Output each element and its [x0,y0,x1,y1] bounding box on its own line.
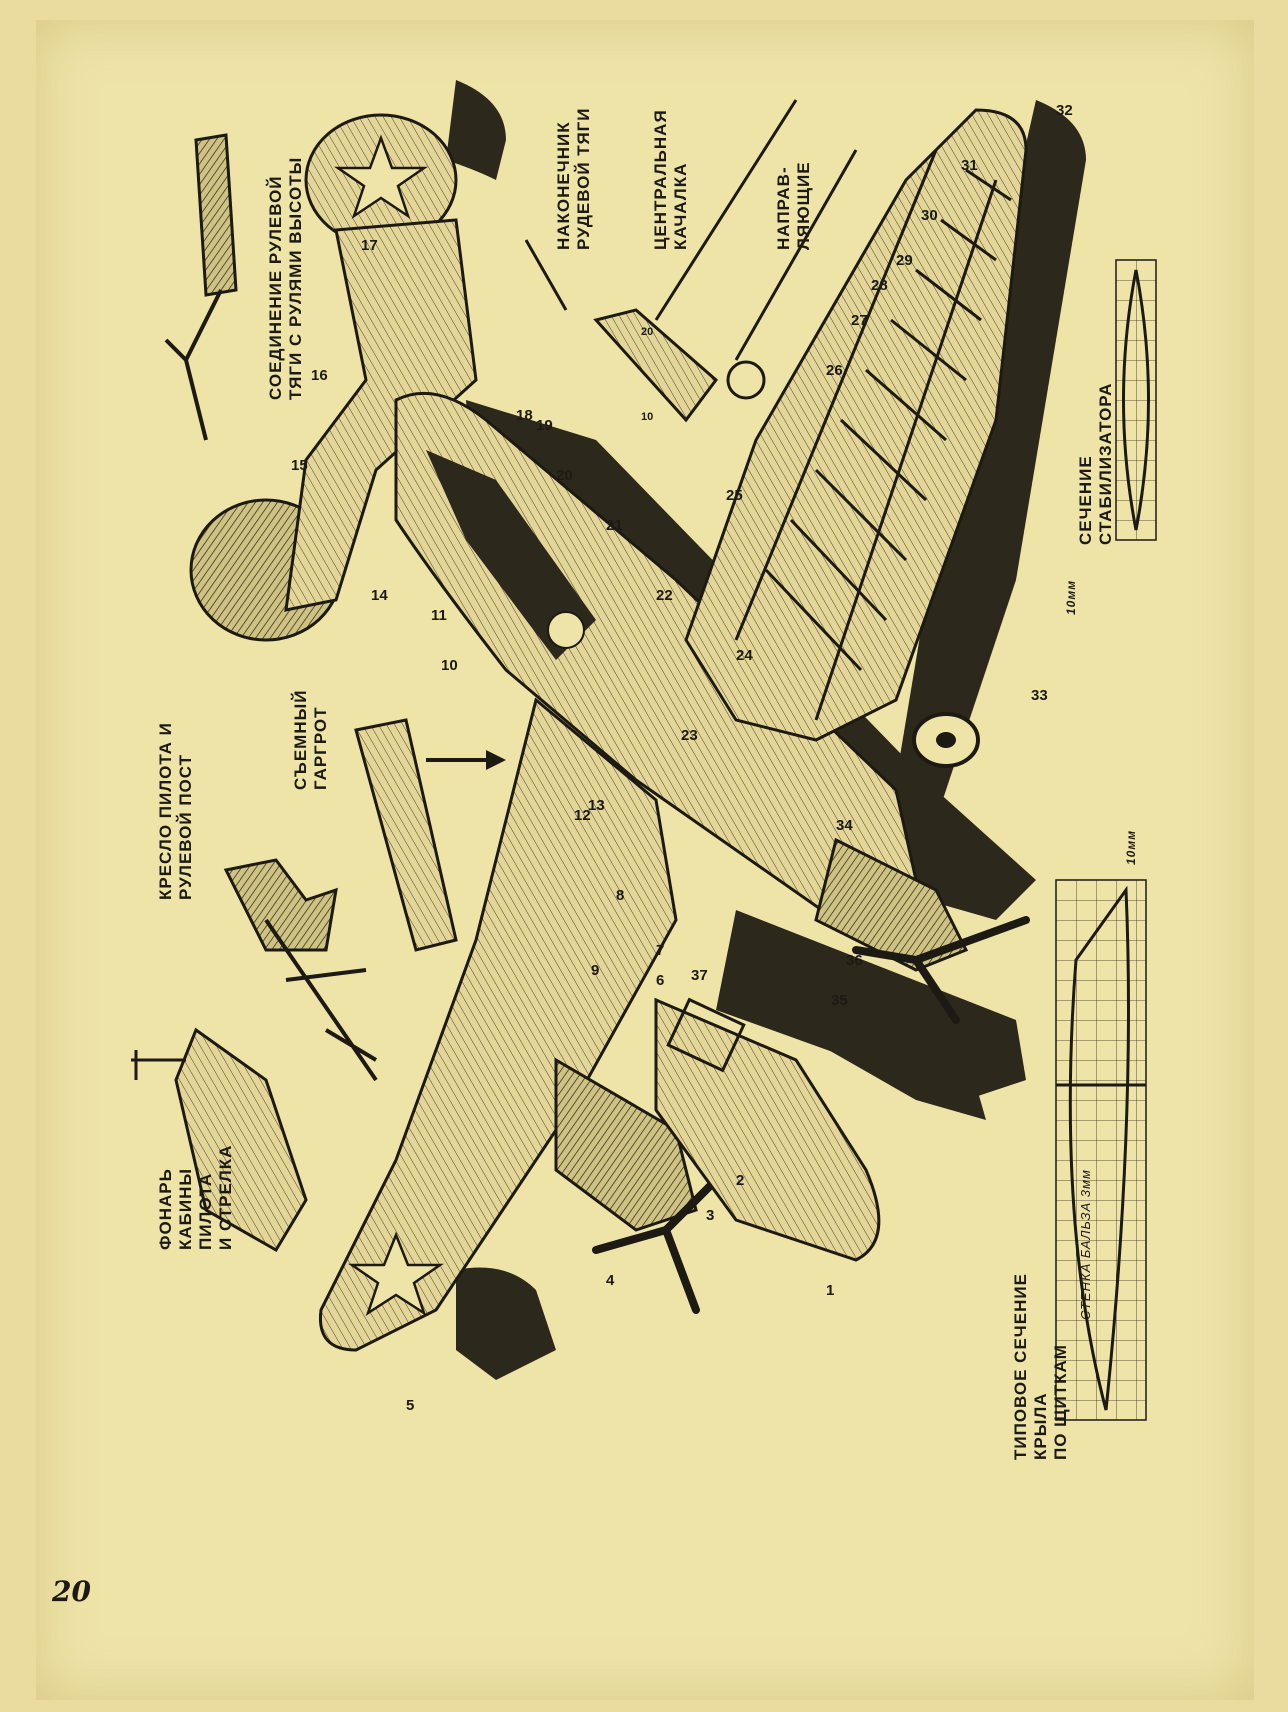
scale-wing: 10мм [1124,829,1138,865]
callout-36: 36 [846,952,863,969]
caption-rod-tip: НАКОНЕЧНИК РУДЕВОЙ ТЯГИ [554,107,593,250]
callout-11: 11 [431,607,447,624]
callout-23: 23 [681,727,698,744]
callout-28: 28 [871,277,888,294]
stabilizer-section [1115,259,1157,541]
canopy-detail [131,1027,308,1253]
upper-fin-star [333,134,429,220]
left-wing-star [347,1231,445,1316]
engines [554,837,1030,1314]
callout-22: 22 [656,587,673,604]
callout-6: 6 [656,972,664,989]
callout-32: 32 [1056,102,1073,119]
callout-33: 33 [1031,687,1048,704]
callout-26: 26 [826,362,843,379]
stabilizer [284,218,478,612]
wing-section [1055,879,1147,1421]
caption-bellcrank: ЦЕНТРАЛЬНАЯ КАЧАЛКА [651,109,690,250]
callout-25: 25 [726,487,743,504]
caption-canopy: ФОНАРЬ КАБИНЫ ПИЛОТА И СТРЕЛКА [156,1144,235,1250]
fairing-detail [354,718,506,952]
small-parts [524,99,858,423]
callout-5: 5 [406,1397,414,1414]
callout-27: 27 [851,312,868,329]
dim-10: 10 [641,411,653,423]
callout-13: 13 [588,797,605,814]
callout-20: 20 [556,467,573,484]
callout-37: 37 [691,967,708,984]
callout-29: 29 [896,252,913,269]
fuselage-opening [426,450,596,660]
left-wing-outline [318,697,678,1352]
wing-ribs [734,149,1012,721]
linkage-detail [164,133,238,441]
right-propeller [852,916,1030,1024]
right-nacelle [814,837,969,972]
tail-assembly [189,113,478,642]
callout-8: 8 [616,887,624,904]
aircraft-model-drawing: 1 2 3 4 5 6 7 8 9 10 11 12 13 14 15 16 1… [131,80,1157,1421]
callout-21: 21 [606,517,623,534]
callout-30: 30 [921,207,938,224]
callout-16: 16 [311,367,328,384]
caption-linkage: СОЕДИНЕНИЕ РУЛЕВОЙ ТЯГИ С РУЛЯМИ ВЫСОТЫ [266,156,305,400]
caption-seat: КРЕСЛО ПИЛОТА И РУЛЕВОЙ ПОСТ [156,722,195,900]
left-nacelle [554,1057,698,1232]
callout-14: 14 [371,587,388,604]
right-wing [684,108,1028,742]
right-wing-outline [684,108,1028,742]
seat-detail [223,858,378,1082]
callout-35: 35 [831,992,848,1009]
caption-fairing: СЪЕМНЫЙ ГАРГРОТ [291,689,330,790]
callout-18: 18 [516,407,533,424]
left-wing [318,697,678,1352]
callout-12: 12 [574,807,591,824]
callout-34: 34 [836,817,853,834]
callout-1: 1 [826,1282,834,1299]
right-wing-shadow [896,100,1086,820]
callout-numbers: 1 2 3 4 5 6 7 8 9 10 11 12 13 14 15 16 1… [291,102,1073,1414]
callout-2: 2 [736,1172,744,1189]
callout-9: 9 [591,962,599,979]
fuselage-roundel [547,611,585,649]
callout-31: 31 [961,157,978,174]
wing-wall-label: СТЕНКА БАЛЬЗА 3мм [1078,1169,1093,1320]
callout-17: 17 [361,237,378,254]
wing-shadow-upper [446,80,506,180]
caption-guides: НАПРАВ- ЛЯЮЩИЕ [774,161,813,250]
callout-19: 19 [536,417,553,434]
caption-stab-section: СЕЧЕНИЕ СТАБИЛИЗАТОРА [1076,382,1115,545]
nose-shadow [776,960,986,1120]
dim-20: 20 [641,326,653,338]
callout-15: 15 [291,457,308,474]
page-number: 20 [52,1575,91,1608]
callout-4: 4 [606,1272,615,1289]
cockpit-frame [666,997,746,1073]
callout-10: 10 [441,657,458,674]
caption-wing-section: ТИПОВОЕ СЕЧЕНИЕ КРЫЛА ПО ЩИТКАМ [1011,1273,1070,1460]
callout-3: 3 [706,1207,714,1224]
callout-24: 24 [736,647,753,664]
magazine-page: 1 2 3 4 5 6 7 8 9 10 11 12 13 14 15 16 1… [36,20,1254,1700]
left-wing-shadow [456,1267,556,1380]
landing-gear [912,712,980,768]
callout-7: 7 [656,942,664,959]
scale-stab: 10мм [1064,579,1078,615]
